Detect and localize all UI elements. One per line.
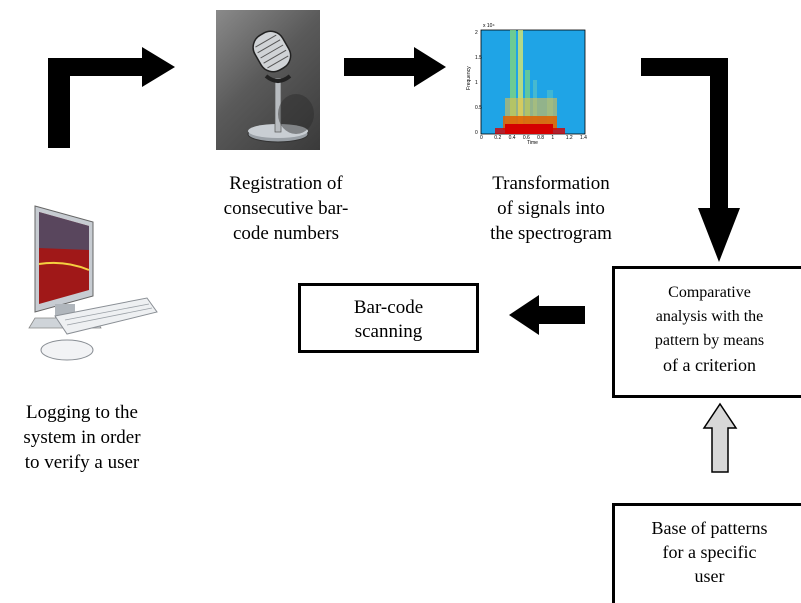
patterns-line-2: for a specific [662, 542, 757, 562]
computer-drawing [28, 205, 158, 361]
spectrogram-plot: x 10⁴ Frequency Time 2 1.5 1 0.5 0 0 0.2 0.4 0.… [466, 23, 587, 146]
spectro-y-ticks: 2 1.5 1 0.5 0 [475, 30, 482, 136]
spectro-x-tick: 1 [551, 135, 554, 141]
microphone-caption-line-3: code numbers [232, 223, 340, 244]
barcode-line-2: scanning [354, 321, 423, 342]
arrow-comparison-to-barcode [509, 295, 585, 335]
spectro-x-tick: 0.4 [509, 135, 516, 141]
spectro-x-tick: 1.4 [580, 135, 587, 141]
arrow-patterns-to-comparison [702, 402, 738, 473]
spectrogram-caption-line-3: the spectrogram [490, 223, 612, 244]
comparison-line-4: of a criterion [663, 355, 756, 375]
comparison-line-3: pattern by means [654, 332, 765, 349]
microphone-caption-line-2: consecutive bar- [223, 198, 349, 219]
spectro-y-tick: 0 [475, 130, 478, 136]
computer-caption-line-1: Logging to the [26, 402, 138, 423]
spectro-y-tick: 1.5 [475, 55, 482, 61]
patterns-base-box: Base of patterns for a specific user [612, 503, 801, 603]
spectro-exponent-label: x 10⁴ [483, 23, 495, 29]
microphone-caption-line-1: Registration of [229, 173, 343, 194]
spectro-x-tick: 0 [480, 135, 483, 141]
arrow-computer-to-microphone [48, 47, 175, 148]
arrow-spectrogram-to-comparison [641, 58, 740, 262]
patterns-base-text: Base of patterns for a specific user [615, 516, 801, 588]
computer-caption-line-2: system in order [23, 427, 141, 448]
spectrogram-caption: Transformation of signals into the spect… [461, 171, 641, 246]
comparison-line-2: analysis with the [655, 308, 764, 325]
barcode-scanning-box: Bar-code scanning [298, 283, 479, 353]
spectro-x-tick: 0.6 [523, 135, 530, 141]
spectro-x-ticks: 0 0.2 0.4 0.6 0.8 1 1.2 1.4 [480, 135, 587, 141]
spectrogram-caption-line-2: of signals into [497, 198, 605, 219]
arrow-microphone-to-spectrogram [344, 47, 446, 87]
microphone-drawing [247, 30, 314, 143]
spectro-x-tick: 0.2 [494, 135, 501, 141]
comparison-line-1: Comparative [668, 284, 751, 301]
patterns-line-1: Base of patterns [651, 518, 768, 538]
computer-icon [15, 200, 160, 365]
spectrogram-caption-line-1: Transformation [492, 173, 610, 194]
computer-caption-line-3: to verify a user [24, 452, 140, 473]
computer-caption: Logging to the system in order to verify… [2, 400, 162, 475]
spectrogram-image: x 10⁴ Frequency Time 2 1.5 1 0.5 0 0 0.2 0.4 0.… [465, 20, 590, 146]
spectro-y-axis-label: Frequency [466, 66, 472, 90]
spectro-y-tick: 1 [475, 80, 478, 86]
comparative-analysis-text: Comparative analysis with the pattern by… [615, 281, 801, 377]
barcode-scanning-text: Bar-code scanning [301, 296, 476, 344]
microphone-caption: Registration of consecutive bar- code nu… [196, 171, 376, 246]
spectro-y-tick: 2 [475, 30, 478, 36]
spectro-y-tick: 0.5 [475, 105, 482, 111]
comparative-analysis-box: Comparative analysis with the pattern by… [612, 266, 801, 398]
barcode-line-1: Bar-code [353, 297, 424, 318]
microphone-icon [216, 10, 320, 150]
spectro-x-axis-label: Time [527, 140, 538, 146]
spectro-x-tick: 0.8 [537, 135, 544, 141]
patterns-line-3: user [694, 566, 725, 586]
spectro-x-tick: 1.2 [566, 135, 573, 141]
